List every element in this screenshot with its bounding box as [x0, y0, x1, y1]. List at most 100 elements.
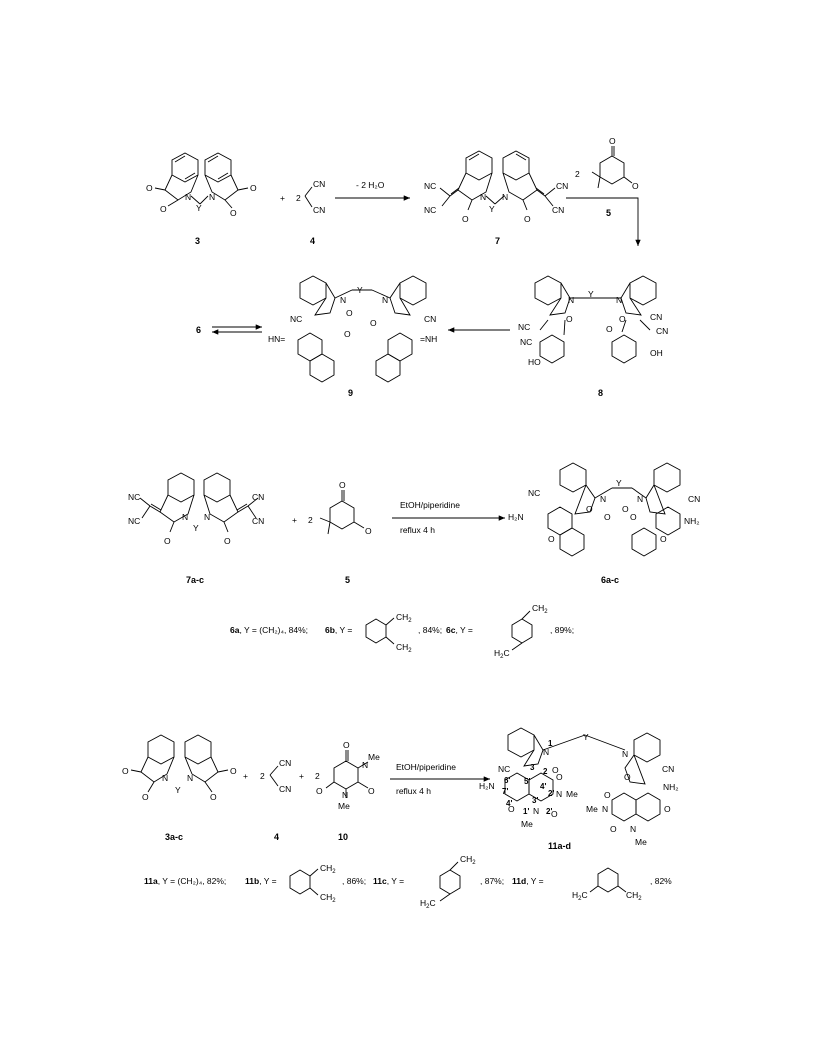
atom-n: N: [630, 824, 636, 834]
ch2-label: CH2: [396, 642, 412, 654]
atom-o: O: [664, 804, 671, 814]
yield-6b: 6b, Y =: [325, 625, 352, 635]
atom-n: N: [616, 295, 622, 305]
atom-n: N: [602, 804, 608, 814]
atom-o: O: [524, 214, 531, 224]
atom-oh: OH: [650, 348, 663, 358]
plus-sign: +: [299, 771, 304, 781]
ch2-label: CH2: [532, 603, 548, 615]
yield-6c-label: 6c: [446, 625, 456, 635]
atom-o: O: [368, 786, 375, 796]
scheme-1: O O N Y N O O 3 + 2 CN CN 4 - 2 H₂O: [146, 136, 668, 398]
atom-n: N: [382, 295, 388, 305]
atom-o: O: [586, 504, 593, 514]
atom-o: O: [660, 534, 667, 544]
atom-n: N: [340, 295, 346, 305]
atom-y: Y: [357, 285, 363, 295]
atom-number: 5': [524, 777, 530, 786]
atom-y: Y: [588, 289, 594, 299]
ch2-label: CH2: [626, 890, 642, 902]
atom-o: O: [551, 809, 558, 819]
atom-number: 1: [548, 739, 553, 748]
atom-number: 2: [543, 767, 548, 776]
plus-sign: +: [292, 515, 297, 525]
atom-y: Y: [175, 785, 181, 795]
yield-6a: 6a, Y = (CH₂)₄, 84%;: [230, 625, 308, 635]
atom-o: O: [210, 792, 217, 802]
yield-11b: 11b, Y =: [245, 876, 277, 886]
atom-cn: CN: [688, 494, 700, 504]
methyl-label: Me: [338, 801, 350, 811]
structure-10: [325, 750, 369, 798]
methyl-label: Me: [586, 804, 598, 814]
atom-o: O: [346, 308, 353, 318]
atom-o: O: [462, 214, 469, 224]
atom-o: O: [622, 504, 629, 514]
atom-o: O: [164, 536, 171, 546]
label-compound-5: 5: [606, 208, 611, 218]
structure-7a-c: [139, 472, 259, 533]
atom-o: O: [556, 772, 563, 782]
yield-11c: 11c, Y =: [373, 876, 404, 886]
atom-o: O: [609, 136, 616, 146]
ch2-label: CH2: [320, 863, 336, 875]
atom-y: Y: [196, 203, 202, 213]
yield-11b-label: 11b: [245, 876, 259, 886]
methyl-label: Me: [566, 789, 578, 799]
atom-number: 2': [546, 807, 552, 816]
coefficient: 2: [308, 515, 313, 525]
atom-o: O: [344, 329, 351, 339]
label-compound-4: 4: [274, 832, 279, 842]
yield-11d: 11d, Y =: [512, 876, 544, 886]
atom-number: 3': [532, 796, 538, 805]
yield-6b-label: 6b: [325, 625, 335, 635]
label-compound-3a-c: 3a-c: [165, 832, 183, 842]
structure-3a-c: [130, 734, 229, 793]
yield-11b-value: , 86%;: [342, 876, 366, 886]
structure-4: [269, 765, 279, 787]
atom-nh2: NH₂: [684, 516, 700, 526]
atom-cn: CN: [279, 784, 291, 794]
atom-o: O: [160, 204, 167, 214]
atom-n: N: [502, 192, 508, 202]
atom-number: 2': [548, 789, 554, 798]
label-compound-10: 10: [338, 832, 348, 842]
h2c-label: H2C: [494, 648, 510, 660]
atom-nc: NC: [128, 516, 140, 526]
scheme-3: O O N Y N O O 3a-c + 2 CN CN 4 + 2 O N M…: [122, 727, 679, 910]
methyl-label: Me: [635, 837, 647, 847]
atom-o: O: [316, 786, 323, 796]
structure-5: [319, 490, 365, 535]
xylylene-meta-icon: [589, 867, 627, 893]
condition-dehydration: - 2 H₂O: [356, 180, 385, 190]
label-compound-7: 7: [495, 236, 500, 246]
label-compound-8: 8: [598, 388, 603, 398]
condition-reflux: reflux 4 h: [396, 786, 431, 796]
atom-o: O: [146, 183, 153, 193]
atom-cn: CN: [279, 758, 291, 768]
yield-6c-text: , Y =: [455, 625, 472, 635]
atom-o: O: [610, 824, 617, 834]
atom-n: N: [622, 749, 628, 759]
label-compound-5: 5: [345, 575, 350, 585]
atom-n: N: [182, 512, 188, 522]
atom-nc: NC: [528, 488, 540, 498]
atom-n: N: [480, 192, 486, 202]
yield-11c-label: 11c: [373, 876, 387, 886]
condition-reflux: reflux 4 h: [400, 525, 435, 535]
ch2-label: CH2: [396, 612, 412, 624]
atom-number: 4': [540, 782, 546, 791]
atom-cn: CN: [424, 314, 436, 324]
yield-11d-text: , Y =: [526, 876, 543, 886]
atom-nh2: NH₂: [663, 782, 679, 792]
xylylene-para-icon: [439, 861, 461, 902]
condition-solvent: EtOH/piperidine: [396, 762, 456, 772]
atom-o: O: [343, 740, 350, 750]
scheme-2: NC NC N Y N O O CN CN 7a-c + 2 O O 5 EtO…: [128, 462, 700, 660]
yield-11a: 11a, Y = (CH₂)₄, 82%;: [144, 876, 226, 886]
xylylene-ortho-icon: [365, 617, 395, 645]
label-compound-4: 4: [310, 236, 315, 246]
atom-number: 6': [504, 776, 510, 785]
atom-n: N: [209, 192, 215, 202]
